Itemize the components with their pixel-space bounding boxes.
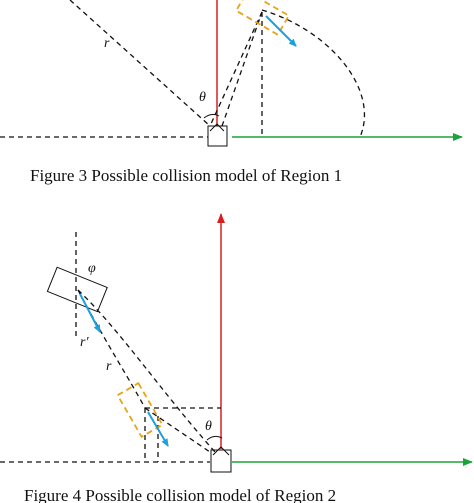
fig4-label-theta: θ [205, 419, 212, 434]
fig3-target-line-2 [209, 11, 263, 127]
fig3-collision-zone [234, 0, 291, 36]
fig3-ego-vehicle [207, 123, 228, 147]
fig4-target-velocity-arrow [147, 411, 169, 447]
fig3-label-r: r [104, 36, 110, 51]
fig4-ego-vehicle [210, 446, 232, 473]
fig3-velocity-arrow [265, 15, 297, 47]
fig4-label-phi: φ [88, 261, 96, 276]
figure-4-caption: Figure 4 Possible collision model of Reg… [24, 486, 336, 503]
fig3-target-line [221, 11, 263, 127]
fig4-remote-velocity-arrow [79, 293, 101, 333]
fig4-angle-arc [206, 435, 223, 441]
fig4-label-r-prime: r′ [80, 335, 89, 350]
fig3-label-theta: θ [199, 90, 206, 105]
figure-3-diagram: r θ [0, 0, 463, 147]
fig4-radius-line [77, 289, 216, 453]
fig4-label-r: r [106, 359, 112, 374]
fig4-target-line [144, 407, 211, 453]
fig4-collision-zone [116, 381, 164, 439]
fig3-angle-arc [203, 113, 220, 119]
fig3-boundary-arc [261, 9, 366, 138]
fig3-radius-line [69, 0, 211, 127]
figure-4-diagram: φ r′ r θ [0, 213, 473, 473]
fig4-remote-vehicle [46, 266, 108, 313]
figure-3-caption: Figure 3 Possible collision model of Reg… [30, 166, 342, 185]
